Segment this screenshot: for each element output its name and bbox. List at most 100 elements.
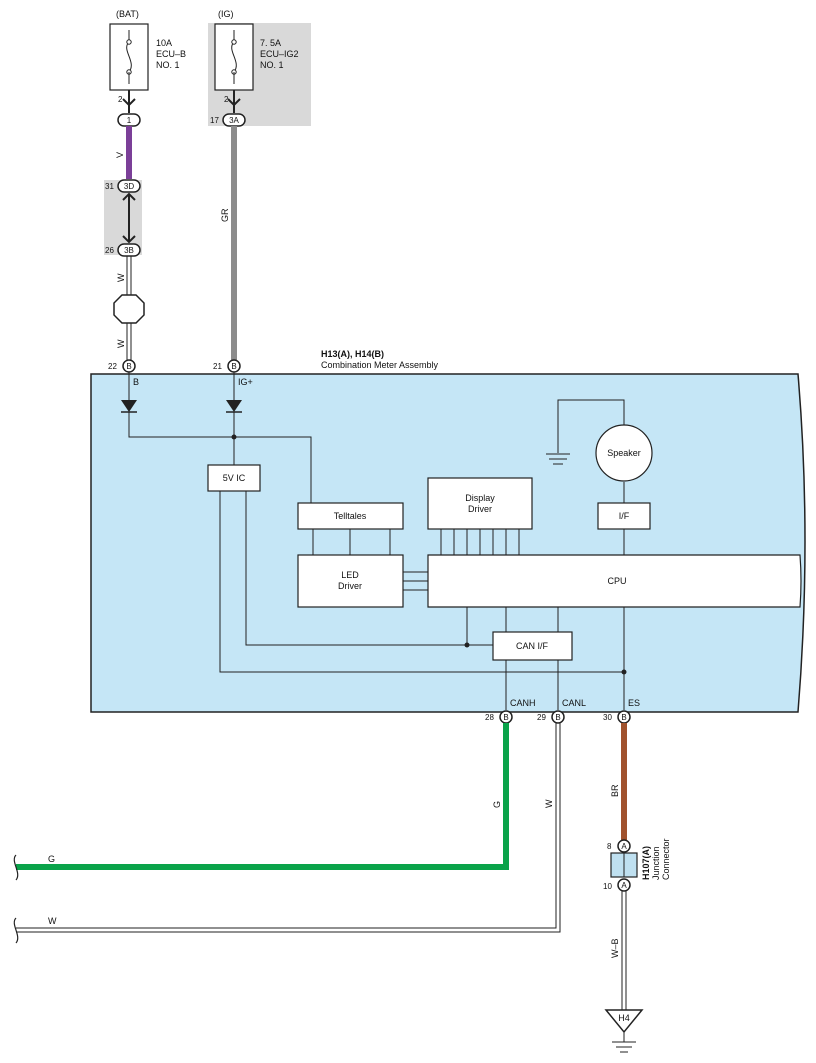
connector-3a-pin: 17 xyxy=(210,116,219,125)
connector-b-29 xyxy=(551,710,565,724)
pin-22: 22 xyxy=(108,362,117,371)
splice-octagon-icon xyxy=(113,294,145,324)
connector-a-8 xyxy=(617,839,631,853)
wire-br-label: BR xyxy=(610,784,620,797)
bat-fuse-rating: 10A xyxy=(156,38,172,48)
ig-fuse-arrow-icon xyxy=(227,98,241,107)
block-if-label: I/F xyxy=(619,511,630,521)
bat-fuse-arrow-icon xyxy=(122,98,136,107)
block-telltales xyxy=(297,502,404,530)
connector-3b-label: 3B xyxy=(124,246,134,255)
wire-w-vertical-label: W xyxy=(544,799,554,808)
block-5v-ic xyxy=(207,464,261,492)
block-cpu-label: CPU xyxy=(607,576,626,586)
connector-3d-pin: 31 xyxy=(105,182,114,191)
wire-gr-label: GR xyxy=(220,208,230,222)
internal-wiring xyxy=(128,399,625,710)
junction-dot-3 xyxy=(621,669,627,675)
ig-fuse-name-2: NO. 1 xyxy=(260,60,284,70)
wire-w-horizontal-label: W xyxy=(48,916,57,926)
junction-name-1: Junction xyxy=(651,846,661,880)
block-cpu xyxy=(427,554,802,608)
connector-b-22-label: B xyxy=(126,362,131,371)
junction-dot-1 xyxy=(231,434,237,440)
meter-code: H13(A), H14(B) xyxy=(321,349,384,359)
meter-name: Combination Meter Assembly xyxy=(321,360,439,370)
ground-h4-label: H4 xyxy=(618,1013,630,1023)
terminal-canh: CANH xyxy=(510,698,536,708)
block-display-driver xyxy=(427,477,533,530)
block-speaker-label: Speaker xyxy=(607,448,641,458)
bat-source-label: (BAT) xyxy=(116,9,139,19)
connector-3b-pin: 26 xyxy=(105,246,114,255)
block-can-if-label: CAN I/F xyxy=(516,641,549,651)
ig-fuse-pin: 2 xyxy=(224,95,229,104)
connector-b-30-label: B xyxy=(621,713,626,722)
connector-b-29-label: B xyxy=(555,713,560,722)
block-led-label-2: Driver xyxy=(338,581,362,591)
ground-symbol-icon xyxy=(612,1041,636,1053)
connector-3d xyxy=(117,179,141,193)
wire-g-break-icon xyxy=(13,854,19,881)
connector-b-21-label: B xyxy=(231,362,236,371)
internal-ground-icon xyxy=(546,453,570,465)
block-speaker xyxy=(595,424,653,482)
terminal-es: ES xyxy=(628,698,640,708)
wire-w-upper xyxy=(126,256,132,295)
wire-v-label: V xyxy=(115,152,125,158)
pin-21: 21 xyxy=(213,362,222,371)
wire-w-break-icon xyxy=(13,917,19,944)
wire-w-upper-label: W xyxy=(116,273,126,282)
terminal-igp: IG+ xyxy=(238,377,253,387)
ig-fuse-name-1: ECU–IG2 xyxy=(260,49,299,59)
junction-dot-2 xyxy=(464,642,470,648)
pin-30: 30 xyxy=(603,713,612,722)
block-if xyxy=(597,502,651,530)
connector-a-10 xyxy=(617,878,631,892)
wire-w-lower xyxy=(126,323,132,361)
wire-wb xyxy=(621,891,627,1010)
connector-1-label: 1 xyxy=(127,116,132,125)
connector-a-10-label: A xyxy=(621,881,627,890)
bat-fuse-name-1: ECU–B xyxy=(156,49,186,59)
connector-a-8-label: A xyxy=(621,842,627,851)
connector-3d-label: 3D xyxy=(124,182,134,191)
ig-fuse-rating: 7. 5A xyxy=(260,38,281,48)
block-led-label-1: LED xyxy=(341,570,359,580)
block-can-if xyxy=(492,631,573,661)
diode-b-icon xyxy=(121,400,137,412)
wire-g-vertical-label: G xyxy=(492,801,502,808)
pin-8: 8 xyxy=(607,842,612,851)
wire-g xyxy=(16,723,509,870)
diode-igp-icon xyxy=(226,400,242,412)
block-led-driver xyxy=(297,554,404,608)
pin-28: 28 xyxy=(485,713,494,722)
wire-w-lower-label: W xyxy=(116,339,126,348)
block-telltales-label: Telltales xyxy=(334,511,367,521)
combination-meter-body xyxy=(90,373,806,713)
connector-3b-arrow-icon xyxy=(122,235,136,244)
junction-name-2: Connector xyxy=(661,838,671,880)
wire-wb-label: W–B xyxy=(610,938,620,958)
connector-3b xyxy=(117,243,141,257)
wire-g-horizontal-label: G xyxy=(48,854,55,864)
connector-3a-label: 3A xyxy=(229,116,239,125)
block-display-label-1: Display xyxy=(465,493,495,503)
ig-fuse-icon xyxy=(231,30,237,84)
bat-fuse-icon xyxy=(126,30,132,84)
block-5v-ic-label: 5V IC xyxy=(223,473,246,483)
ground-h4-icon xyxy=(604,1009,644,1034)
block-display-label-2: Driver xyxy=(468,504,492,514)
bat-fuse-name-2: NO. 1 xyxy=(156,60,180,70)
wire-w-canl xyxy=(16,723,561,933)
terminal-b: B xyxy=(133,377,139,387)
junction-code: H107(A) xyxy=(641,846,651,880)
pin-10: 10 xyxy=(603,882,612,891)
ig-source-label: (IG) xyxy=(218,9,234,19)
terminal-canl: CANL xyxy=(562,698,586,708)
connector-b-28-label: B xyxy=(503,713,508,722)
pin-29: 29 xyxy=(537,713,546,722)
bat-fuse-pin: 2 xyxy=(118,95,123,104)
